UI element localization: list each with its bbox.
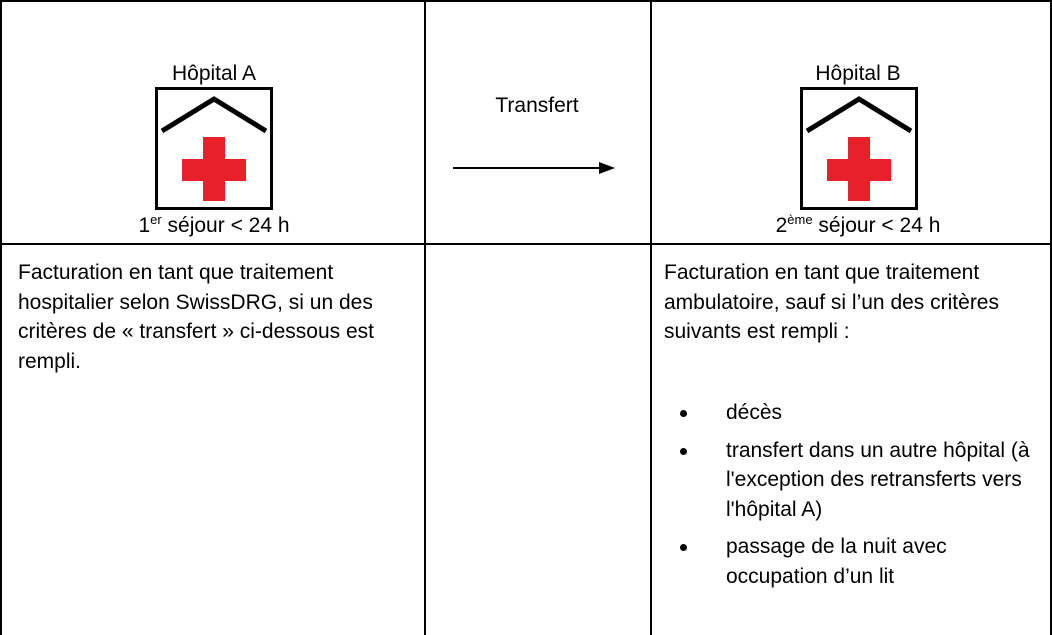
stay-number: 1 <box>138 214 151 237</box>
roof-shape <box>160 96 268 134</box>
table-right-border <box>1050 0 1052 635</box>
stay-number: 2 <box>775 214 788 237</box>
bullet-icon <box>680 410 687 417</box>
criteria-text: passage de la nuit avec occupation d’un … <box>726 535 947 588</box>
cross-horizontal <box>182 159 246 181</box>
criteria-text: transfert dans un autre hôpital (à l'exc… <box>726 438 1030 521</box>
hospital-b-name: Hôpital B <box>815 62 901 85</box>
stay-text: séjour < 24 h <box>812 214 941 237</box>
cross-horizontal <box>827 159 891 181</box>
hospital-a-name: Hôpital A <box>171 62 257 85</box>
criteria-text: décès <box>726 401 783 424</box>
bullet-icon <box>680 544 687 551</box>
hospital-b-stay-label: 2ème séjour < 24 h <box>775 212 941 238</box>
column-divider-1 <box>424 0 426 635</box>
table-top-border <box>0 0 1052 2</box>
row-divider <box>0 243 1052 245</box>
criteria-list: décès transfert dans un autre hôpital (à… <box>664 398 1050 599</box>
stay-suffix: er <box>150 212 162 227</box>
hospital-a-stay-label: 1er séjour < 24 h <box>138 212 290 238</box>
criteria-item: passage de la nuit avec occupation d’un … <box>664 532 1050 591</box>
billing-a-text: Facturation en tant que traitement hospi… <box>18 261 374 373</box>
table-left-border <box>0 0 2 635</box>
column-divider-2 <box>650 0 652 635</box>
stay-suffix: ème <box>787 212 813 227</box>
right-arrow-icon <box>453 162 615 174</box>
stay-text: séjour < 24 h <box>161 214 290 237</box>
bullet-icon <box>680 447 687 455</box>
billing-b-intro: Facturation en tant que traitement ambul… <box>664 261 999 343</box>
transfer-label: Transfert <box>495 94 579 117</box>
roof-shape <box>805 96 913 134</box>
criteria-item: transfert dans un autre hôpital (à l'exc… <box>664 436 1050 525</box>
hospital-icon <box>155 87 273 210</box>
criteria-item: décès <box>664 398 1050 428</box>
hospital-icon <box>800 87 918 210</box>
